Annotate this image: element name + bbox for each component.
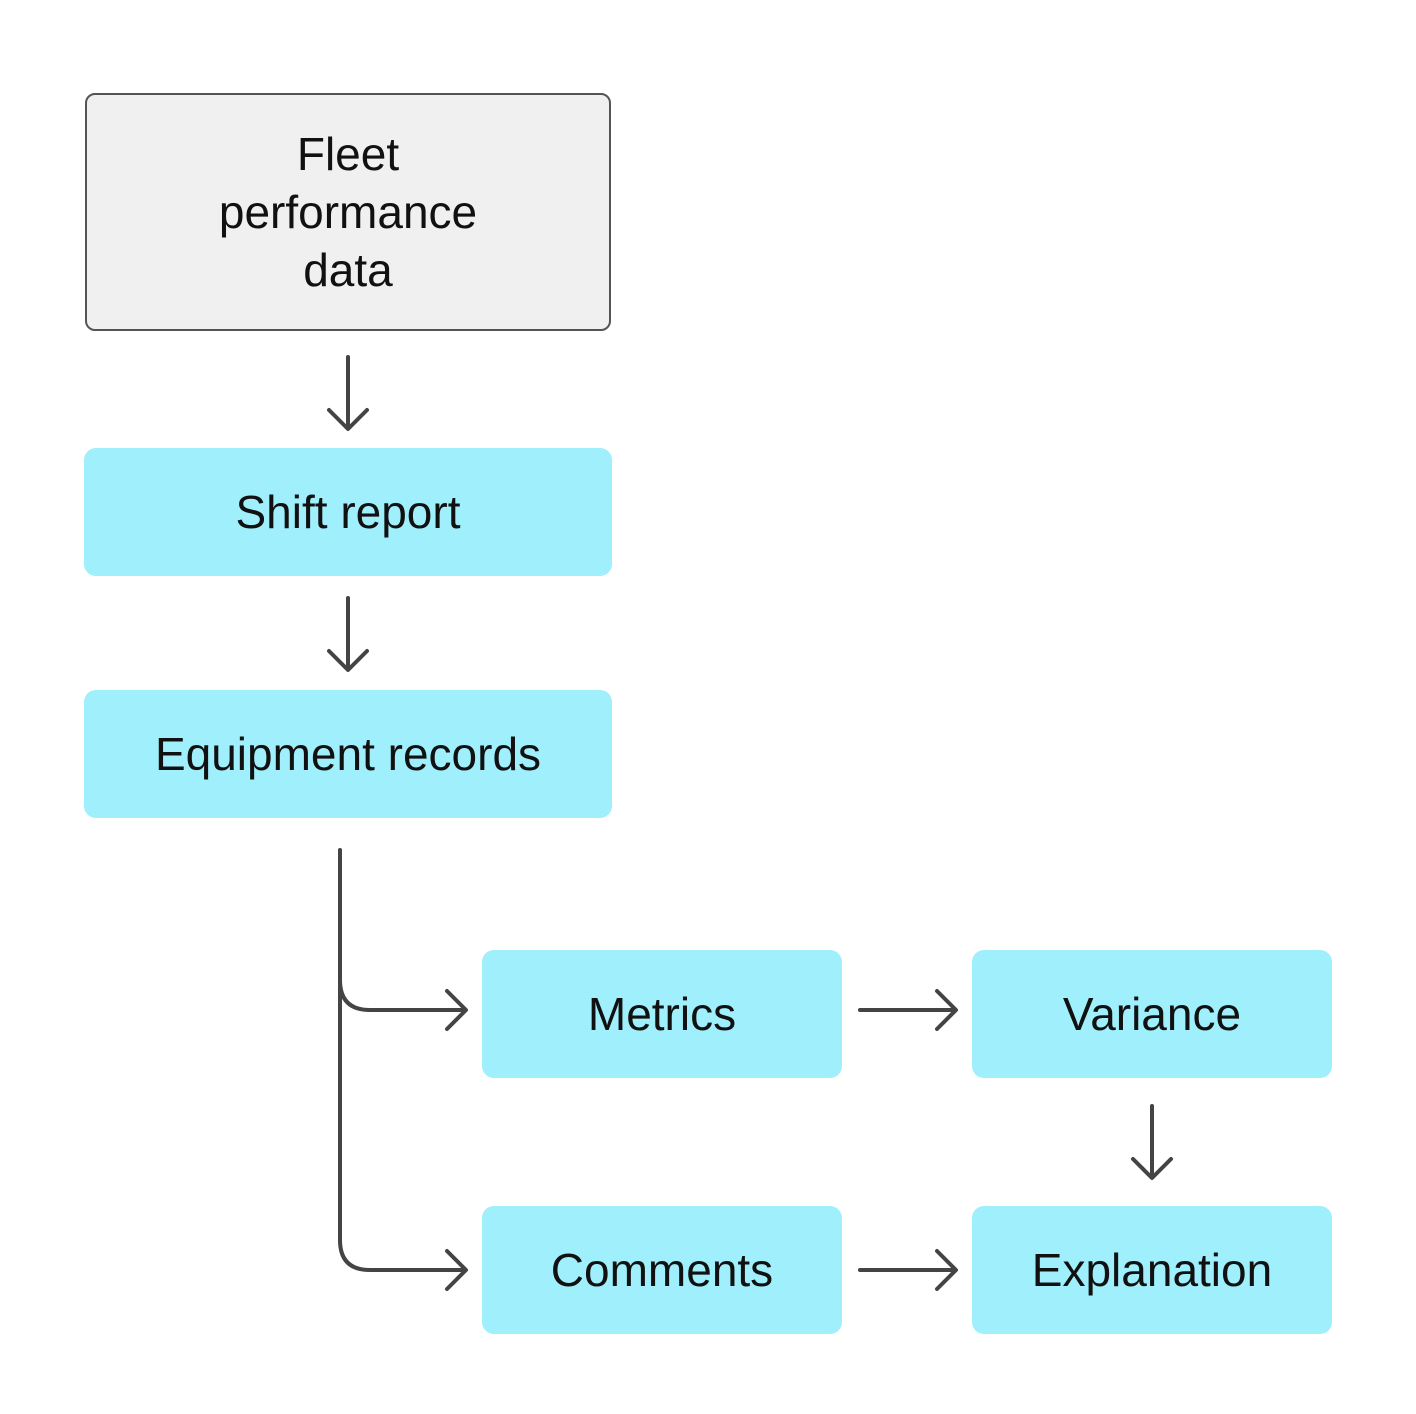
node-shift-report: Shift report: [84, 448, 612, 576]
node-label: Variance: [1062, 988, 1242, 1040]
arrowhead-equipment-to-comments: [445, 1249, 468, 1291]
node-label: Explanation: [1031, 1244, 1273, 1296]
node-label: Comments: [550, 1244, 774, 1296]
arrowhead-fleet-to-shift: [327, 408, 369, 431]
arrowhead-comments-to-explanation: [935, 1249, 958, 1291]
node-equipment-records: Equipment records: [84, 690, 612, 818]
node-explanation: Explanation: [972, 1206, 1332, 1334]
node-variance: Variance: [972, 950, 1332, 1078]
node-label: Metrics: [587, 988, 737, 1040]
node-label: Shift report: [235, 486, 461, 538]
node-fleet-performance-data: Fleet performance data: [85, 93, 611, 331]
arrow-equipment-to-metrics: [338, 978, 467, 1012]
arrow-equipment-to-comments: [338, 848, 467, 1272]
node-label: Equipment records: [154, 728, 542, 780]
node-label: Fleet performance data: [218, 128, 478, 296]
node-comments: Comments: [482, 1206, 842, 1334]
arrowhead-variance-to-explanation: [1131, 1157, 1173, 1180]
arrowhead-shift-to-equipment: [327, 649, 369, 672]
node-metrics: Metrics: [482, 950, 842, 1078]
arrowhead-equipment-to-metrics: [445, 989, 468, 1031]
arrowhead-metrics-to-variance: [935, 989, 958, 1031]
